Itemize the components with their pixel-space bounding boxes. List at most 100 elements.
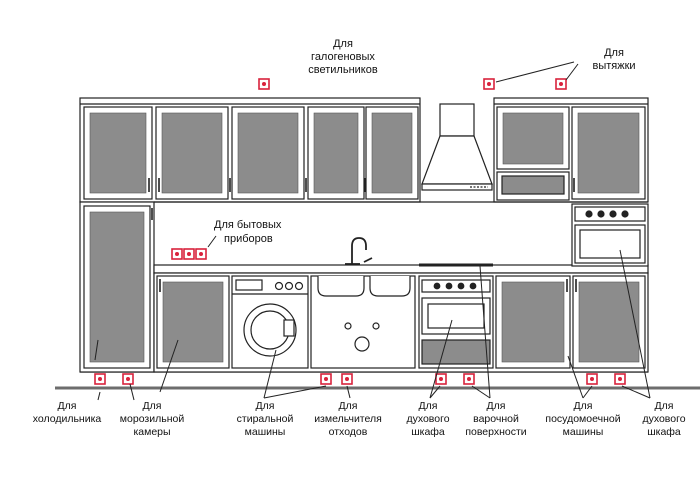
power-socket-icon [435, 373, 447, 385]
svg-text:Для: Для [487, 400, 506, 412]
svg-text:Для: Для [574, 400, 593, 412]
label-hood-line2: вытяжки [592, 60, 635, 72]
label-appliances-line1: Для бытовых [214, 219, 282, 231]
label-oven-left: Для духового шкафа [406, 400, 449, 438]
power-socket-icon [555, 78, 567, 90]
svg-text:Для: Для [143, 400, 162, 412]
svg-text:морозильной: морозильной [120, 413, 185, 425]
oven-left [418, 275, 494, 369]
power-socket-icon-group [94, 78, 626, 385]
label-washer-line3: машины [245, 426, 286, 438]
label-disposer: Для измельчителя отходов [314, 400, 382, 438]
svg-text:варочной: варочной [473, 413, 519, 425]
svg-text:Для: Для [604, 47, 624, 59]
label-hob-line3: поверхности [465, 426, 526, 438]
power-socket-icon [258, 78, 270, 90]
label-oven-right-line3: шкафа [647, 426, 681, 438]
label-oven-right-line1: Для [655, 400, 674, 412]
power-socket-icon [483, 78, 495, 90]
svg-text:машины: машины [563, 426, 604, 438]
label-dishwasher-line3: машины [563, 426, 604, 438]
power-socket-icon [122, 373, 134, 385]
freezer-door-panel [162, 281, 224, 363]
label-halogen-line2: галогеновых [311, 51, 375, 63]
svg-text:вытяжки: вытяжки [592, 60, 635, 72]
label-dishwasher-line1: Для [574, 400, 593, 412]
svg-text:шкафа: шкафа [411, 426, 445, 438]
label-washer-line2: стиральной [237, 413, 294, 425]
power-socket-icon [586, 373, 598, 385]
svg-text:Для: Для [256, 400, 275, 412]
label-freezer: Для морозильной камеры [120, 400, 185, 438]
label-oven-right: Для духового шкафа [642, 400, 685, 438]
label-oven-left-line1: Для [419, 400, 438, 412]
svg-text:стиральной: стиральной [237, 413, 294, 425]
power-socket-icon [341, 373, 353, 385]
label-dishwasher-line2: посудомоечной [545, 413, 620, 425]
label-hob-line2: варочной [473, 413, 519, 425]
label-halogen-line1: Для [333, 38, 353, 50]
power-socket-icon [171, 248, 183, 260]
svg-text:Для: Для [419, 400, 438, 412]
svg-text:холодильника: холодильника [33, 413, 102, 425]
label-hood: Для вытяжки [592, 47, 635, 72]
svg-text:Для бытовых: Для бытовых [214, 219, 282, 231]
label-appliances: Для бытовых приборов [214, 219, 282, 245]
label-oven-left-line2: духового [406, 413, 449, 425]
svg-text:Для: Для [339, 400, 358, 412]
svg-text:измельчителя: измельчителя [314, 413, 382, 425]
microwave [496, 171, 570, 201]
label-freezer-line1: Для [143, 400, 162, 412]
svg-text:посудомоечной: посудомоечной [545, 413, 620, 425]
label-disposer-line2: измельчителя [314, 413, 382, 425]
power-socket-icon [183, 248, 195, 260]
label-fridge-line1: Для [58, 400, 77, 412]
label-freezer-line3: камеры [133, 426, 170, 438]
right-base-door-panel [578, 281, 640, 363]
label-hob: Для варочной поверхности [465, 400, 526, 438]
svg-text:приборов: приборов [224, 233, 273, 245]
svg-text:камеры: камеры [133, 426, 170, 438]
washing-machine-icon [231, 275, 309, 369]
leader-lines [94, 61, 651, 401]
label-washer-line1: Для [256, 400, 275, 412]
svg-text:Для: Для [58, 400, 77, 412]
label-halogen: Для галогеновых светильников [308, 38, 378, 76]
svg-text:отходов: отходов [329, 426, 368, 438]
oven-right [571, 203, 649, 267]
range-hood-icon [421, 103, 493, 191]
svg-text:шкафа: шкафа [647, 426, 681, 438]
svg-text:духового: духового [642, 413, 685, 425]
power-socket-icon [195, 248, 207, 260]
label-fridge-line2: холодильника [33, 413, 102, 425]
power-socket-icon [614, 373, 626, 385]
label-fridge: Для холодильника [33, 400, 102, 425]
label-oven-left-line3: шкафа [411, 426, 445, 438]
label-hob-line1: Для [487, 400, 506, 412]
faucet-icon [345, 237, 373, 265]
label-oven-right-line2: духового [642, 413, 685, 425]
power-socket-icon [463, 373, 475, 385]
label-dishwasher: Для посудомоечной машины [545, 400, 620, 438]
upper-door-panels [89, 112, 640, 194]
label-freezer-line2: морозильной [120, 413, 185, 425]
label-disposer-line1: Для [339, 400, 358, 412]
upper-door-handles [148, 178, 575, 192]
power-socket-icon [320, 373, 332, 385]
dishwasher-door-panel [501, 281, 565, 363]
label-hood-line1: Для [604, 47, 624, 59]
fridge-door-panel [89, 211, 145, 363]
svg-text:галогеновых: галогеновых [311, 51, 375, 63]
label-washer: Для стиральной машины [237, 400, 294, 438]
label-appliances-line2: приборов [224, 233, 273, 245]
svg-text:Для: Для [655, 400, 674, 412]
power-socket-icon [94, 373, 106, 385]
svg-text:Для: Для [333, 38, 353, 50]
svg-text:машины: машины [245, 426, 286, 438]
label-halogen-line3: светильников [308, 64, 378, 76]
svg-text:духового: духового [406, 413, 449, 425]
svg-text:поверхности: поверхности [465, 426, 526, 438]
svg-text:светильников: светильников [308, 64, 378, 76]
sink-cabinet [310, 275, 416, 369]
